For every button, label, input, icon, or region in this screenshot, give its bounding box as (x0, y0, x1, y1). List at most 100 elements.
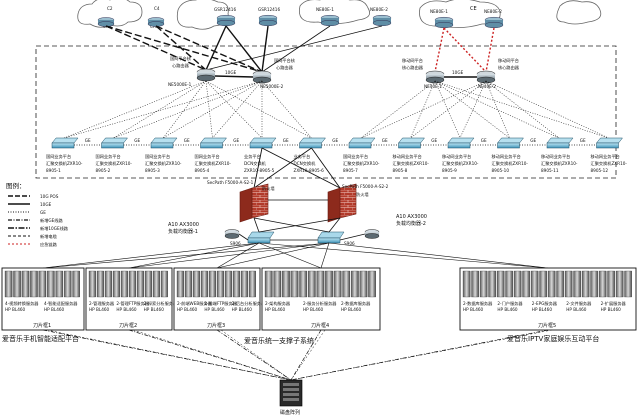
ge-label: GE (431, 138, 437, 143)
aggregation-switch-label: 汇聚交换机ZXR10- (46, 160, 83, 167)
blade-server (359, 270, 368, 298)
blade-item-label: 2-数据库服务器 (341, 300, 371, 307)
core-right-label: 移动网平台 (498, 57, 519, 64)
blade-server (624, 270, 632, 298)
blade-item-label: 2-管理服务器 (89, 300, 115, 307)
top-router-label: GSR12416 (214, 7, 236, 12)
blade-item-label: HP BL460 (532, 307, 553, 312)
ge-label: GE (85, 138, 91, 143)
core-left-label: 心路由器 (276, 64, 294, 71)
blade-server (290, 270, 299, 298)
aggregation-switch-label: DCN交换机 (244, 160, 267, 167)
blade-item-label: HP BL460 (116, 307, 137, 312)
blade-server (273, 270, 282, 298)
aggregation-switch-label: 移动网业务平台 (442, 153, 471, 160)
firewall-label: 防火墙 (356, 191, 369, 198)
load-balancer-label: 负载均衡器-1 (168, 228, 198, 235)
ge-label: GE (233, 138, 239, 143)
platform-label-center: 爱音乐统一支撑子系统 (244, 336, 314, 345)
top-router-label: NE80E-2 (484, 9, 502, 14)
blade-server (88, 270, 96, 298)
cloud-label: C4 (154, 6, 160, 11)
blade-item-label: 2-后台分析服务器 (232, 300, 266, 307)
aggregation-switch-label: 汇聚交换机ZXR10- (492, 160, 529, 167)
aggregation-switch-label: 8905-3 (145, 168, 160, 173)
uplink-lines (105, 25, 495, 73)
blade-server (462, 270, 471, 298)
blade-server (316, 270, 325, 298)
top-router-gsr-1 (216, 14, 236, 27)
blade-server (299, 270, 308, 298)
blade-item-label: HP BL460 (601, 307, 622, 312)
access-switch-2 (317, 231, 345, 244)
aggregation-switch-label: 业务平台 (244, 153, 261, 160)
legend: 10G POS 10GE GE 新增GE线路 新增10GE线路 新增电缆 应急链… (8, 194, 69, 248)
platform-label-right: 爱音乐IPTV家庭娱乐互动平台 (507, 334, 599, 343)
rack-name: 刀片框4 (311, 322, 329, 329)
firewall-1 (239, 183, 269, 223)
blade-item-label: 4-智能适配服务器 (44, 300, 78, 307)
blade-server (208, 270, 216, 298)
blade-item-label: 2-扩展服务器 (601, 300, 627, 307)
core-link-label-right: 10GE (452, 70, 464, 75)
top-router-ne80e-1 (320, 14, 340, 27)
aggregation-switch-label: 汇聚交换机ZXR10- (145, 160, 182, 167)
blade-item-label: HP BL460 (566, 307, 587, 312)
blade-server (38, 270, 47, 298)
top-router-cr5-1 (97, 17, 115, 27)
rack-to-storage-links (42, 329, 553, 381)
internet-cloud-2 (176, 0, 230, 30)
aggregation-switch-label: 汇聚交换机ZXR10- (541, 160, 578, 167)
blade-server (232, 270, 240, 298)
blade-server (598, 270, 607, 298)
top-router-ne80e-3 (434, 16, 454, 29)
internet-cloud-1 (77, 0, 143, 28)
aggregation-switch-label: 汇聚交换机ZXR10- (195, 160, 232, 167)
core-link-label-left: 10GE (225, 70, 237, 75)
access-to-rack-links (42, 242, 549, 269)
aggregation-switch-label: ZXR10-8905-6 (294, 168, 325, 173)
blade-server (120, 270, 128, 298)
blade-item-label: HP BL460 (144, 307, 165, 312)
blade-item-label: HP BL460 (341, 307, 362, 312)
aggregation-switch-label: 8905-1 (46, 168, 61, 173)
blade-server (96, 270, 104, 298)
blade-server (248, 270, 256, 298)
ge-label: GE (530, 138, 536, 143)
blade-server (479, 270, 488, 298)
blade-server (4, 270, 13, 298)
firewall-label: SecPath F5000-A-S2-2 (342, 184, 389, 189)
legend-label: 10G POS (40, 194, 59, 199)
blade-server (539, 270, 547, 298)
blade-server (264, 270, 273, 298)
core-left-label: NE5000E-1 (168, 82, 192, 87)
aggregation-switch-label: 国网业务平台 (46, 153, 71, 160)
blade-server (342, 270, 351, 298)
blade-server (63, 270, 72, 298)
rack-name: 刀片框2 (119, 322, 137, 329)
blade-server (581, 270, 590, 298)
firewall-label: 防火墙 (262, 185, 275, 192)
blade-item-label: 2-EPG服务器 (532, 300, 558, 307)
load-balancer-2 (364, 229, 380, 239)
blade-server (522, 270, 530, 298)
firewall-access-links (238, 217, 366, 241)
blade-server (590, 270, 598, 298)
ge-label: GE (382, 138, 388, 143)
blade-server (496, 270, 505, 298)
aggregation-switch-label: 移动网业务平台 (591, 153, 620, 160)
blade-item-label: 2-门户服务器 (497, 300, 523, 307)
core-router-ne5000e-2 (252, 70, 272, 84)
ge-label: GE (283, 138, 289, 143)
aggregation-switch-label: 8905-12 (591, 168, 609, 173)
blade-item-label: HP BL460 (5, 307, 26, 312)
aggregation-switch-label: 8905-7 (343, 168, 358, 173)
top-router-cr5-2 (147, 17, 165, 27)
